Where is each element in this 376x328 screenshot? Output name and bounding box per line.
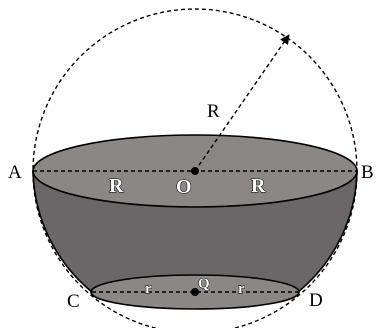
label-r-left: R xyxy=(109,175,124,197)
center-q-dot xyxy=(191,288,199,296)
label-small-r-right: r xyxy=(238,281,245,297)
label-b: B xyxy=(361,162,374,183)
label-radius-r: R xyxy=(207,101,220,122)
label-q: Q xyxy=(198,276,210,292)
center-o-dot xyxy=(191,167,199,175)
label-small-r-left: r xyxy=(145,281,152,297)
label-c: C xyxy=(67,291,80,312)
label-a: A xyxy=(8,162,22,183)
label-r-right: R xyxy=(251,175,266,197)
label-o: O xyxy=(176,176,192,198)
label-d: D xyxy=(309,290,323,311)
